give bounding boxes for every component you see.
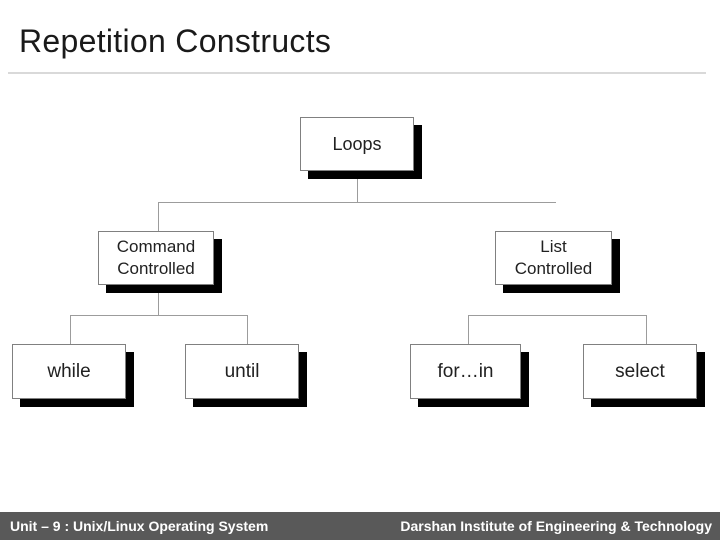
node-until-label: until [224, 360, 260, 382]
node-until: until [185, 344, 299, 399]
connector-left-subtree-horizontal [70, 315, 248, 316]
node-list-controlled-label: List Controlled [514, 237, 593, 278]
footer-bar: Unit – 9 : Unix/Linux Operating System D… [0, 512, 720, 540]
node-while-label: while [47, 360, 91, 382]
connector-to-select [646, 315, 647, 344]
node-loops: Loops [300, 117, 414, 171]
node-for-in-label: for…in [437, 360, 494, 382]
connector-loops-down [357, 179, 358, 203]
node-list-controlled: List Controlled [495, 231, 612, 285]
node-for-in: for…in [410, 344, 521, 399]
connector-right-subtree-horizontal [468, 315, 646, 316]
connector-to-while [70, 315, 71, 344]
title-divider [8, 72, 706, 74]
slide-title: Repetition Constructs [19, 23, 332, 59]
footer-unit-label: Unit – 9 : Unix/Linux Operating System [10, 518, 269, 534]
node-loops-label: Loops [332, 133, 382, 154]
connector-command-down [158, 293, 159, 316]
node-command-controlled-label: Command Controlled [116, 237, 196, 278]
node-while: while [12, 344, 126, 399]
footer-institute-label: Darshan Institute of Engineering & Techn… [400, 518, 712, 534]
connector-level1-horizontal [158, 202, 556, 203]
connector-to-for-in [468, 315, 469, 344]
connector-to-command-controlled [158, 202, 159, 231]
node-select-label: select [615, 360, 665, 382]
connector-to-until [247, 315, 248, 344]
node-select: select [583, 344, 697, 399]
node-command-controlled: Command Controlled [98, 231, 214, 285]
